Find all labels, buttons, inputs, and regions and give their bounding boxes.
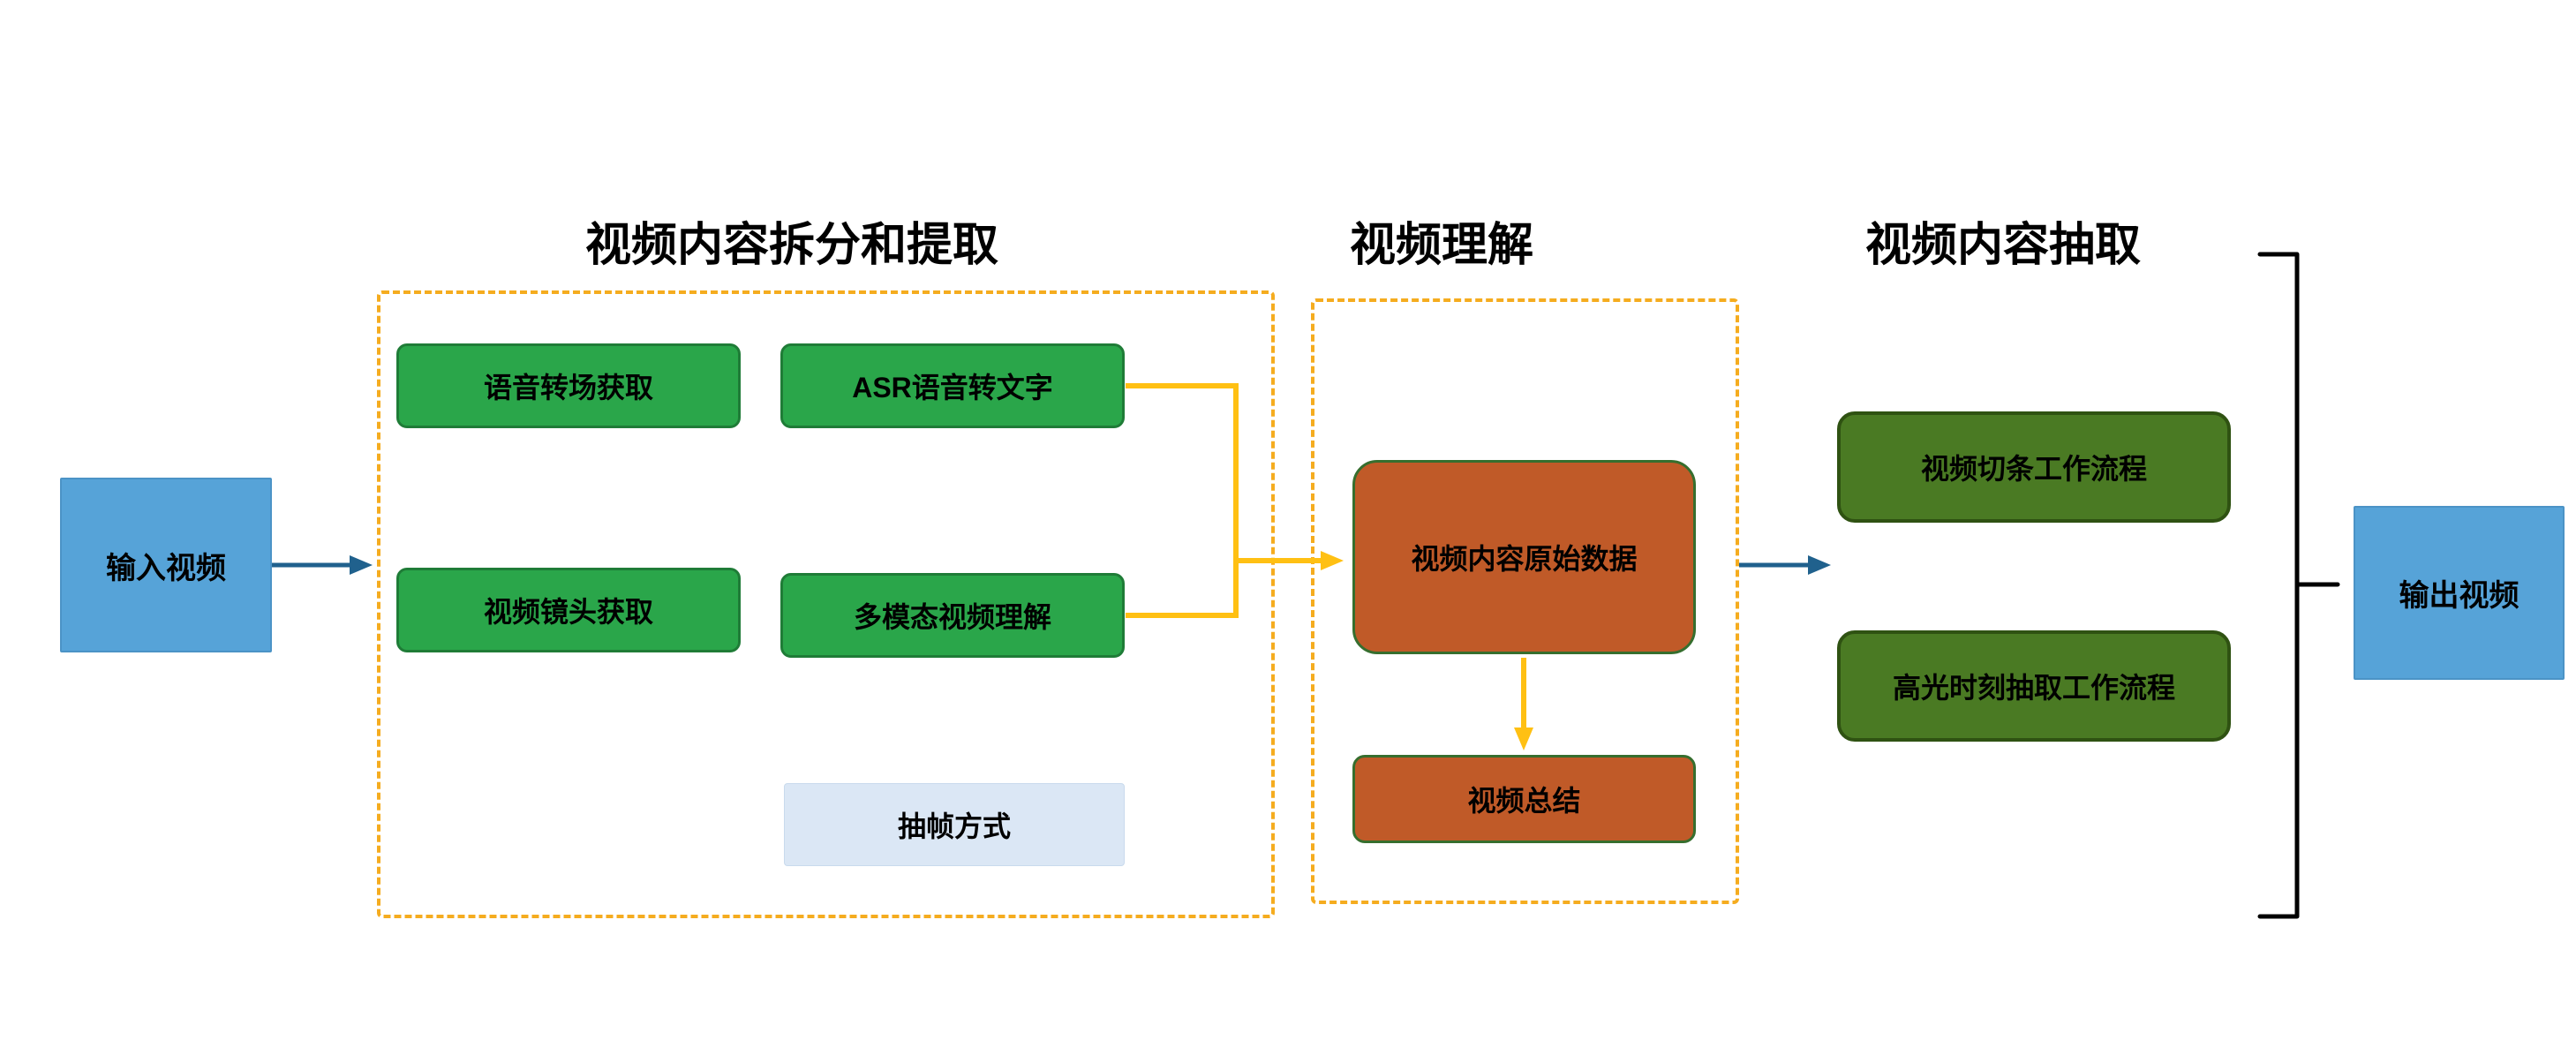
node-video-shot: 视频镜头获取 (396, 568, 741, 652)
node-frame-extraction: 抽帧方式 (784, 783, 1125, 866)
section-title-content-extraction: 视频内容抽取 (1864, 220, 2141, 271)
node-output-video-label: 输出视频 (2399, 579, 2520, 613)
node-video-summary-label: 视频总结 (1467, 785, 1581, 817)
node-highlight-workflow-label: 高光时刻抽取工作流程 (1892, 672, 2175, 704)
group-split-extract (377, 290, 1275, 918)
node-speech-transition: 语音转场获取 (396, 343, 741, 428)
node-raw-data: 视频内容原始数据 (1352, 460, 1696, 654)
node-raw-data-label: 视频内容原始数据 (1411, 543, 1638, 575)
output-bracket (2257, 252, 2300, 919)
node-asr: ASR语音转文字 (780, 343, 1125, 428)
node-video-summary: 视频总结 (1352, 755, 1696, 843)
node-frame-extraction-label: 抽帧方式 (897, 810, 1011, 842)
node-clip-workflow: 视频切条工作流程 (1837, 411, 2231, 523)
node-input-video-label: 输入视频 (106, 551, 226, 585)
node-multimodal: 多模态视频理解 (780, 573, 1125, 658)
section-title-video-understanding: 视频理解 (1349, 220, 1533, 271)
group-video-understanding (1311, 298, 1739, 904)
node-clip-workflow-label: 视频切条工作流程 (1920, 453, 2147, 485)
node-output-video: 输出视频 (2354, 506, 2565, 680)
node-highlight-workflow: 高光时刻抽取工作流程 (1837, 630, 2231, 742)
node-video-shot-label: 视频镜头获取 (483, 596, 653, 628)
section-title-split-extract: 视频内容拆分和提取 (584, 220, 998, 271)
node-input-video: 输入视频 (60, 478, 272, 652)
node-speech-transition-label: 语音转场获取 (483, 372, 653, 403)
node-multimodal-label: 多模态视频理解 (853, 601, 1051, 633)
node-asr-label: ASR语音转文字 (852, 372, 1053, 403)
